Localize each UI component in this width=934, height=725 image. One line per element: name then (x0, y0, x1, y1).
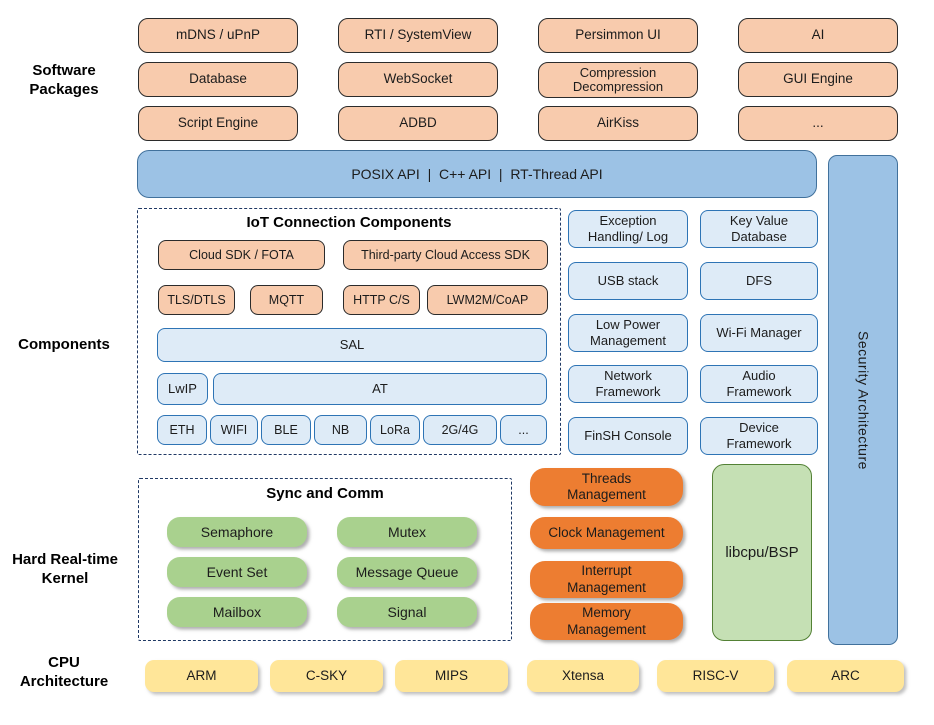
iot-connection-components-group (137, 208, 561, 455)
component-box-dfs: DFS (700, 262, 818, 300)
iot-box-lora: LoRa (370, 415, 420, 445)
kernel-box-threads-management: Threads Management (530, 468, 683, 506)
libcpu-bsp-box: libcpu/BSP (712, 464, 812, 641)
cpu-box-csky: C-SKY (270, 660, 383, 692)
package-box-ai: AI (738, 18, 898, 53)
cpu-box-xtensa: Xtensa (527, 660, 639, 692)
package-box-script-engine: Script Engine (138, 106, 298, 141)
iot-box-ble: BLE (261, 415, 311, 445)
kernel-box-event-set: Event Set (167, 557, 307, 587)
package-box-adbd: ADBD (338, 106, 498, 141)
component-box-audio-framework: Audio Framework (700, 365, 818, 403)
iot-box-wifi: WIFI (210, 415, 258, 445)
kernel-box-interrupt-management: Interrupt Management (530, 561, 683, 598)
iot-box-lwm2m-coap: LWM2M/CoAP (427, 285, 548, 315)
iot-box-nb: NB (314, 415, 367, 445)
iot-box-sal: SAL (157, 328, 547, 362)
package-box-gui-engine: GUI Engine (738, 62, 898, 97)
package-box-database: Database (138, 62, 298, 97)
iot-box-at: AT (213, 373, 547, 405)
kernel-box-memory-management: Memory Management (530, 603, 683, 640)
api-layer-bar: POSIX API | C++ API | RT-Thread API (137, 150, 817, 198)
security-architecture-label: Security Architecture (855, 330, 872, 470)
iot-group-title: IoT Connection Components (246, 214, 452, 231)
kernel-box-message-queue: Message Queue (337, 557, 477, 587)
kernel-box-mailbox: Mailbox (167, 597, 307, 627)
component-box-exception-handling-log: Exception Handling/ Log (568, 210, 688, 248)
kernel-box-signal: Signal (337, 597, 477, 627)
iot-box-lwip: LwIP (157, 373, 208, 405)
section-label-components: Components (18, 336, 110, 353)
iot-box-2g4g: 2G/4G (423, 415, 497, 445)
component-box-finsh-console: FinSH Console (568, 417, 688, 455)
package-box-compression: Compression Decompression (538, 62, 698, 98)
component-box-usb-stack: USB stack (568, 262, 688, 300)
component-box-low-power-management: Low Power Management (568, 314, 688, 352)
package-box-more: ... (738, 106, 898, 141)
section-label-cpu: CPU Architecture (19, 654, 109, 690)
package-box-websocket: WebSocket (338, 62, 498, 97)
sync-and-comm-title: Sync and Comm (266, 485, 384, 502)
kernel-box-semaphore: Semaphore (167, 517, 307, 547)
component-box-key-value-database: Key Value Database (700, 210, 818, 248)
iot-box-tls-dtls: TLS/DTLS (158, 285, 235, 315)
kernel-box-mutex: Mutex (337, 517, 477, 547)
iot-box-cloud-sdk-fota: Cloud SDK / FOTA (158, 240, 325, 270)
iot-box-mqtt: MQTT (250, 285, 323, 315)
cpu-box-mips: MIPS (395, 660, 508, 692)
component-box-device-framework: Device Framework (700, 417, 818, 455)
cpu-box-riscv: RISC-V (657, 660, 774, 692)
section-label-software-packages: Software Packages (29, 62, 99, 98)
package-box-mdns-upnp: mDNS / uPnP (138, 18, 298, 53)
package-box-airkiss: AirKiss (538, 106, 698, 141)
package-box-rti-systemview: RTI / SystemView (338, 18, 498, 53)
component-box-wifi-manager: Wi-Fi Manager (700, 314, 818, 352)
section-label-kernel: Hard Real-time Kernel (12, 551, 118, 587)
cpu-box-arm: ARM (145, 660, 258, 692)
package-box-persimmon-ui: Persimmon UI (538, 18, 698, 53)
iot-box-more: ... (500, 415, 547, 445)
iot-box-third-party-cloud-sdk: Third-party Cloud Access SDK (343, 240, 548, 270)
iot-box-http-cs: HTTP C/S (343, 285, 420, 315)
iot-box-eth: ETH (157, 415, 207, 445)
kernel-box-clock-management: Clock Management (530, 517, 683, 549)
sync-and-comm-group (138, 478, 512, 641)
security-architecture-bar: Security Architecture (828, 155, 898, 645)
component-box-network-framework: Network Framework (568, 365, 688, 403)
cpu-box-arc: ARC (787, 660, 904, 692)
